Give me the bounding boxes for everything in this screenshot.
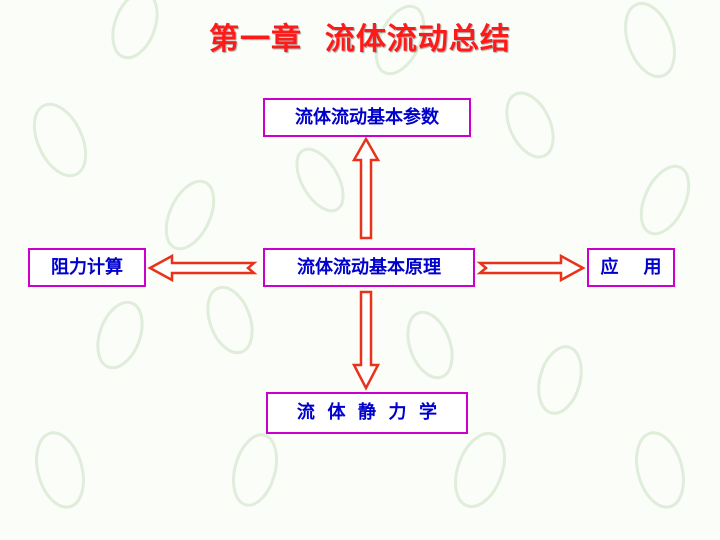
node-basic-principles: 流体流动基本原理 [263, 248, 475, 287]
node-basic-parameters: 流体流动基本参数 [263, 98, 471, 137]
arrow-left [147, 253, 258, 283]
arrow-up [351, 136, 381, 240]
arrow-right [476, 253, 586, 283]
node-fluid-statics: 流 体 静 力 学 [266, 392, 468, 434]
node-application: 应 用 [587, 248, 675, 287]
node-resistance-calculation: 阻力计算 [28, 248, 146, 287]
page-title: 第一章 流体流动总结 [209, 22, 511, 57]
arrow-down [351, 290, 381, 391]
